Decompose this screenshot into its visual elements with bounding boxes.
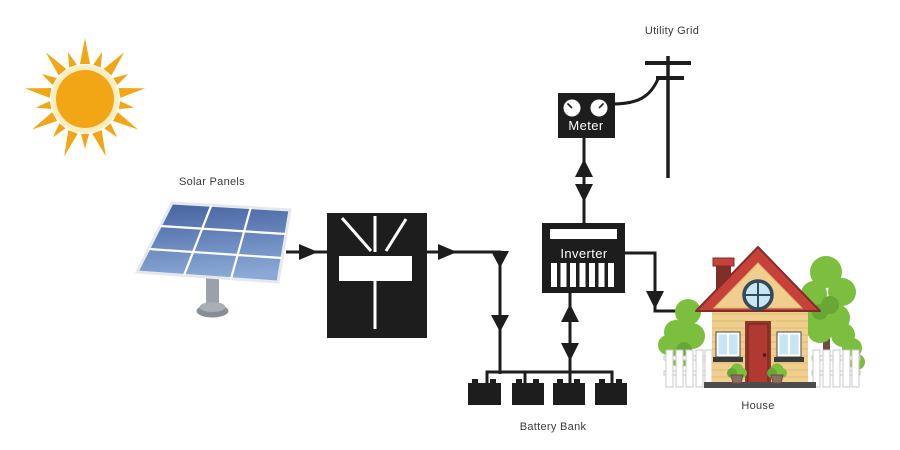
tree-icon: [658, 299, 705, 367]
inverter-label: Inverter: [560, 246, 608, 261]
connector-lines: [286, 78, 689, 386]
door-icon: [745, 321, 771, 384]
controller-to-battery-arrow: [427, 244, 509, 374]
controller-symbol: [340, 216, 408, 329]
panel-grid-lines: [148, 204, 287, 279]
battery-icon: [553, 379, 585, 405]
window-icon: [713, 331, 743, 362]
battery-icon: [512, 379, 544, 405]
fence-icon: [663, 349, 713, 388]
fence-icon: [811, 349, 861, 388]
house-base: [704, 382, 816, 388]
inverter-battery-arrows: [561, 293, 579, 372]
solar-panels-label: Solar Panels: [179, 176, 245, 188]
battery-bank-label: Battery Bank: [519, 421, 587, 433]
window-icon: [774, 331, 804, 362]
inverter-vents: [551, 263, 614, 287]
pv-to-controller-arrow: [286, 244, 327, 260]
meter-dial-needle: [566, 102, 573, 109]
utility-pole-icon: [645, 56, 691, 178]
house-icon: [658, 246, 865, 388]
meter-grid-wire: [611, 78, 660, 106]
meter-dial-needle: [598, 102, 605, 109]
battery-bank-icon: [468, 379, 627, 405]
meter-icon: [558, 93, 615, 138]
house-label: House: [741, 400, 775, 412]
meter-label: Meter: [568, 118, 604, 133]
inverter-meter-arrows: [575, 138, 593, 223]
battery-icon: [595, 379, 627, 405]
charge-controller-icon: [327, 213, 427, 338]
utility-grid-label: Utility Grid: [644, 25, 700, 37]
inverter-to-house-arrow: [625, 251, 689, 313]
solar-panel-icon: [134, 201, 292, 318]
door-knob: [762, 353, 767, 357]
plant-pot-icon: [767, 363, 787, 384]
tree-icon: [801, 256, 865, 381]
inverter-icon: [542, 223, 625, 293]
battery-bus-line: [485, 370, 614, 386]
battery-icon: [468, 379, 501, 405]
round-window-icon: [742, 279, 774, 311]
plant-pot-icon: [727, 363, 747, 384]
sun-icon: [24, 38, 146, 159]
